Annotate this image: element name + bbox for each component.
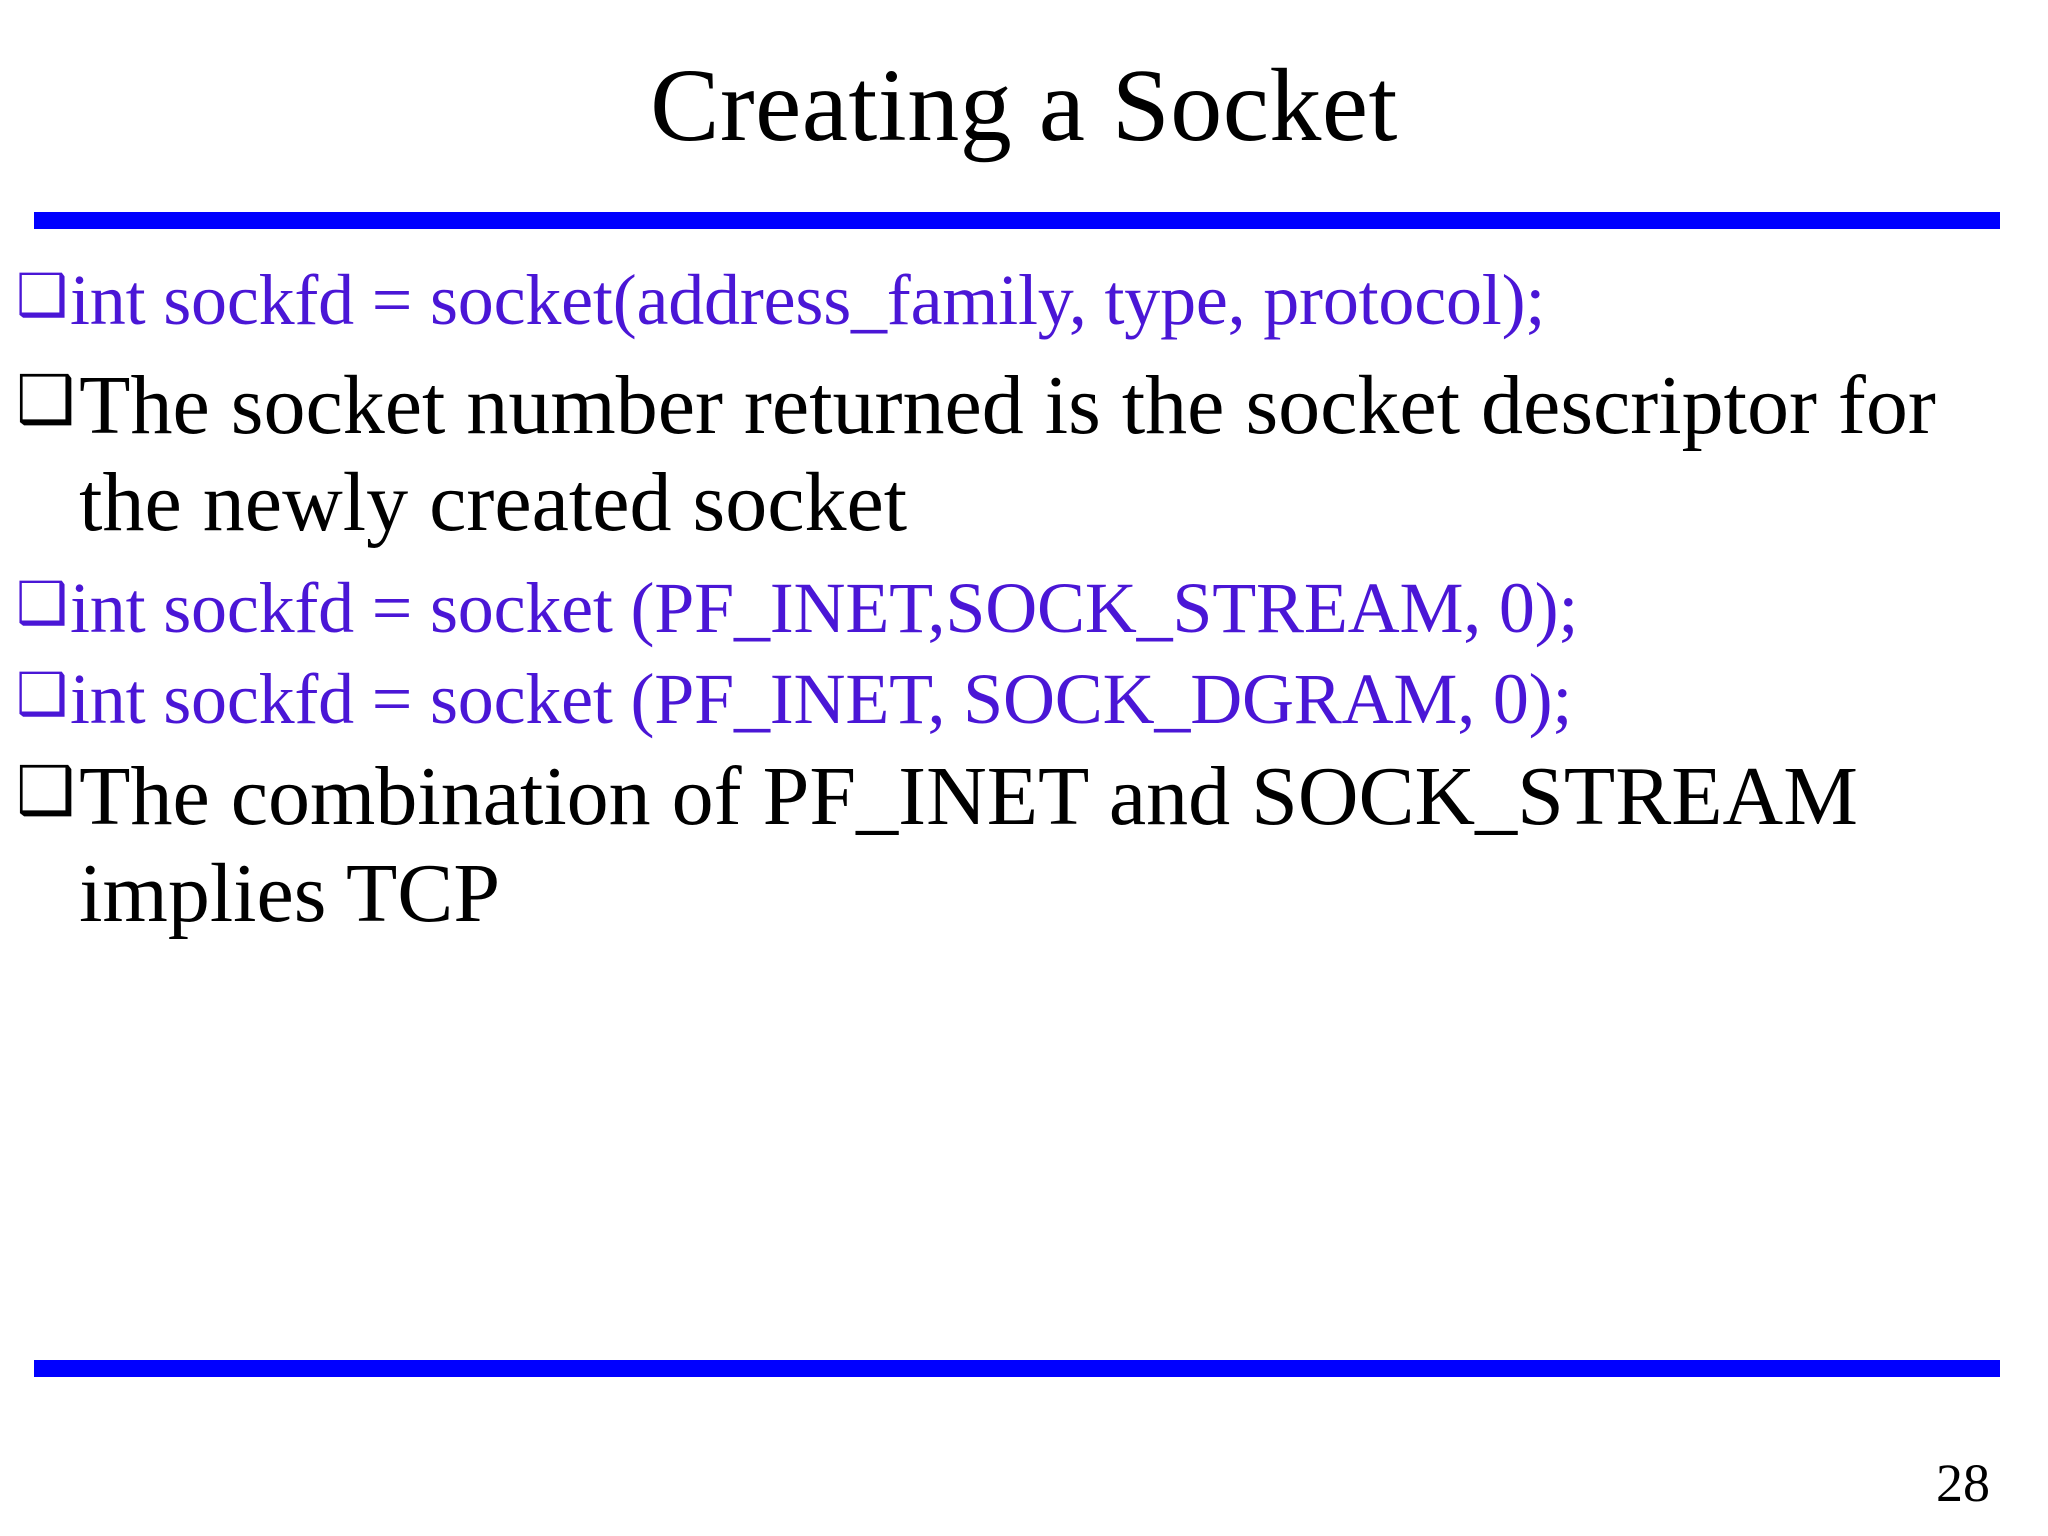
page-number: 28 <box>1936 1453 1990 1513</box>
list-item: ❑ int sockfd = socket (PF_INET, SOCK_DGR… <box>16 657 2032 742</box>
list-item: ❑ int sockfd = socket (PF_INET,SOCK_STRE… <box>16 566 2032 651</box>
square-bullet-icon: ❑ <box>16 751 76 829</box>
list-item-text: int sockfd = socket (PF_INET,SOCK_STREAM… <box>70 567 1579 648</box>
list-item-text: The socket number returned is the socket… <box>79 358 1957 550</box>
page-title: Creating a Socket <box>650 48 1398 163</box>
divider-top <box>34 212 2000 229</box>
list-item: ❑ The combination of PF_INET and SOCK_ST… <box>16 748 2032 943</box>
square-bullet-icon: ❑ <box>16 360 76 438</box>
list-item-text: int sockfd = socket(address_family, type… <box>70 260 1546 340</box>
divider-bottom <box>34 1360 2000 1377</box>
list-item: ❑ The socket number returned is the sock… <box>16 357 2032 552</box>
bullet-list: ❑ int sockfd = socket(address_family, ty… <box>16 258 2032 947</box>
list-item-text: The combination of PF_INET and SOCK_STRE… <box>79 749 1879 941</box>
square-bullet-icon: ❑ <box>16 659 68 728</box>
list-item-text: int sockfd = socket (PF_INET, SOCK_DGRAM… <box>70 658 1573 739</box>
square-bullet-icon: ❑ <box>16 261 68 329</box>
list-item: ❑ int sockfd = socket(address_family, ty… <box>16 258 2032 343</box>
square-bullet-icon: ❑ <box>16 568 68 637</box>
